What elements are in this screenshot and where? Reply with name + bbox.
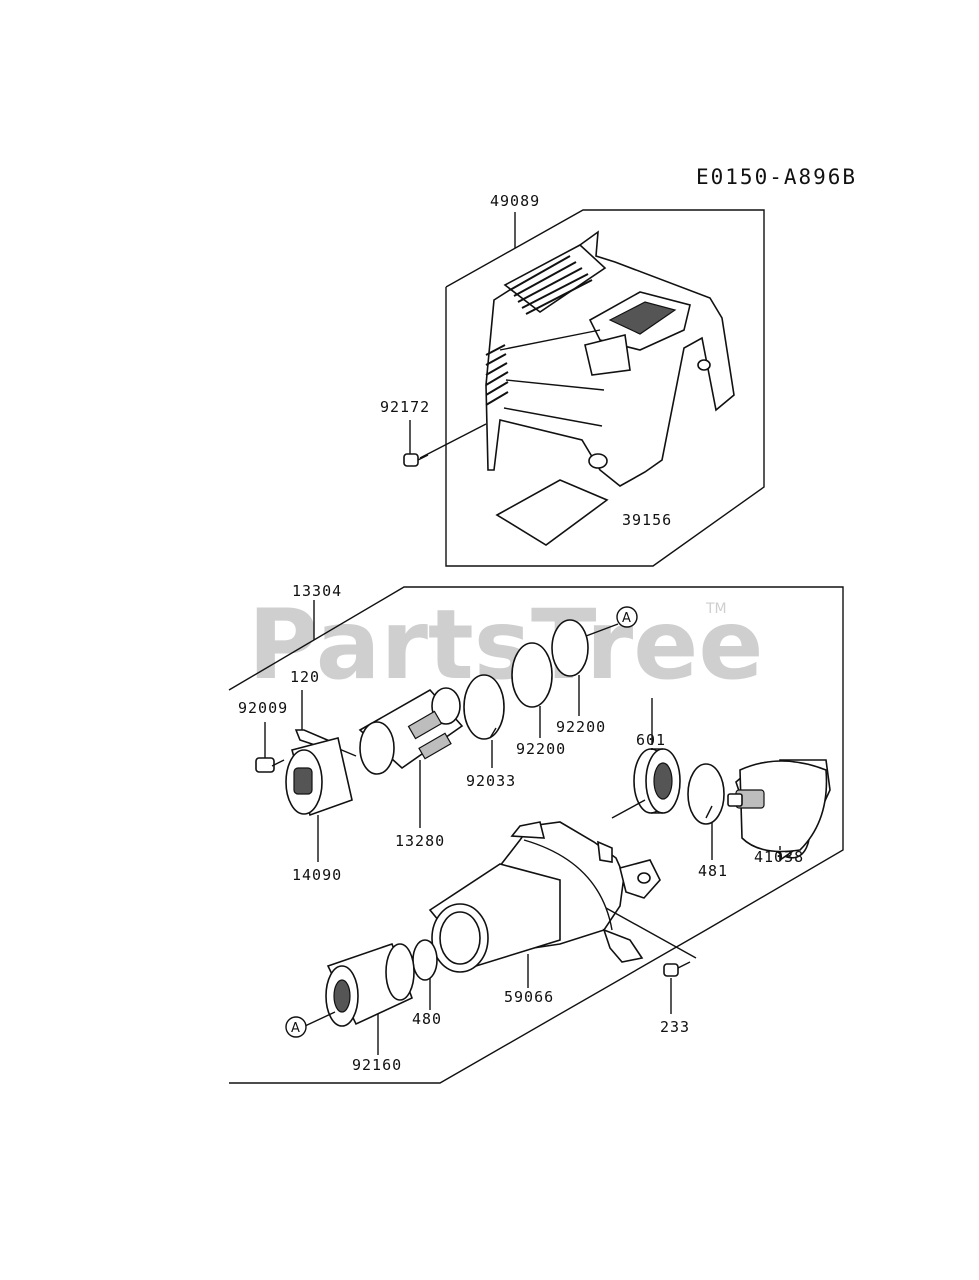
label-14090[interactable]: 14090 xyxy=(292,866,342,884)
diagram-code: E0150-A896B xyxy=(696,165,857,189)
trademark-mark: TM xyxy=(705,601,727,617)
label-601[interactable]: 601 xyxy=(636,731,666,749)
bearing-601-part[interactable] xyxy=(611,698,681,819)
o-ring-480-part[interactable] xyxy=(412,939,438,1010)
bottom-assembly-frame xyxy=(228,586,844,1084)
shim-92200-b-part[interactable] xyxy=(551,619,619,716)
label-92033[interactable]: 92033 xyxy=(466,772,516,790)
label-39156[interactable]: 39156 xyxy=(622,511,672,529)
cover-screw-part[interactable] xyxy=(403,420,487,467)
shim-92200-a-part[interactable] xyxy=(511,642,553,738)
callout-a-bottom: A xyxy=(285,1016,307,1038)
label-49089[interactable]: 49089 xyxy=(490,192,540,210)
svg-text:A: A xyxy=(622,611,631,626)
label-92009[interactable]: 92009 xyxy=(238,699,288,717)
svg-text:A: A xyxy=(291,1021,300,1036)
coupler-13280-part[interactable] xyxy=(358,687,464,828)
label-92172[interactable]: 92172 xyxy=(380,398,430,416)
sleeve-92160-part[interactable] xyxy=(304,942,415,1055)
label-92200-a[interactable]: 92200 xyxy=(516,740,566,758)
screw-233-part[interactable] xyxy=(605,907,697,1014)
engine-cover-part[interactable] xyxy=(485,230,735,487)
label-41038[interactable]: 41038 xyxy=(754,848,804,866)
gear-case-59066-part[interactable] xyxy=(428,821,661,988)
clutch-drum-14090-part[interactable] xyxy=(285,737,353,862)
snap-ring-92033-part[interactable] xyxy=(463,674,505,768)
clutch-housing-41038-part[interactable] xyxy=(727,754,831,866)
label-120[interactable]: 120 xyxy=(290,668,320,686)
label-92200-b[interactable]: 92200 xyxy=(556,718,606,736)
callout-a-top: A xyxy=(616,606,638,628)
label-13280[interactable]: 13280 xyxy=(395,832,445,850)
top-assembly-frame xyxy=(445,209,765,567)
parts-tree-watermark: PartsTree xyxy=(248,589,763,701)
cover-gasket-part[interactable] xyxy=(495,479,609,546)
snap-ring-481-part[interactable] xyxy=(687,763,725,860)
label-481[interactable]: 481 xyxy=(698,862,728,880)
label-92160[interactable]: 92160 xyxy=(352,1056,402,1074)
bolt-92009-part[interactable] xyxy=(255,722,285,773)
label-59066[interactable]: 59066 xyxy=(504,988,554,1006)
label-480[interactable]: 480 xyxy=(412,1010,442,1028)
label-233[interactable]: 233 xyxy=(660,1018,690,1036)
label-13304[interactable]: 13304 xyxy=(292,582,342,600)
